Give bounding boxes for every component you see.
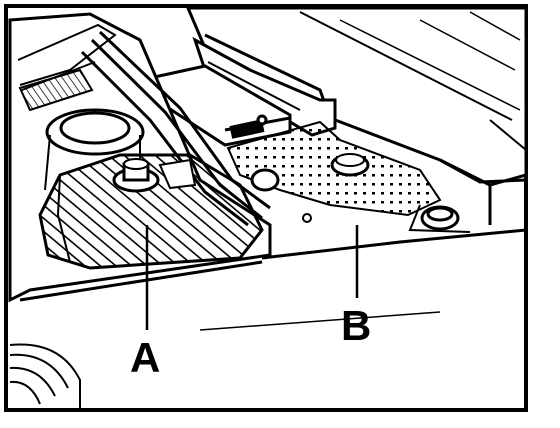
- callout-b-label: B: [341, 302, 371, 349]
- callout-a-label: A: [130, 334, 160, 381]
- perforated-cover: [226, 120, 442, 223]
- strut-top-mount: [44, 108, 145, 191]
- fluid-reservoir: [38, 153, 264, 270]
- right-filler-cap: [408, 204, 471, 233]
- body-crease: [199, 311, 441, 331]
- air-grille: [18, 68, 94, 112]
- tire-segment: [9, 343, 81, 410]
- cowl-edge: [19, 158, 527, 302]
